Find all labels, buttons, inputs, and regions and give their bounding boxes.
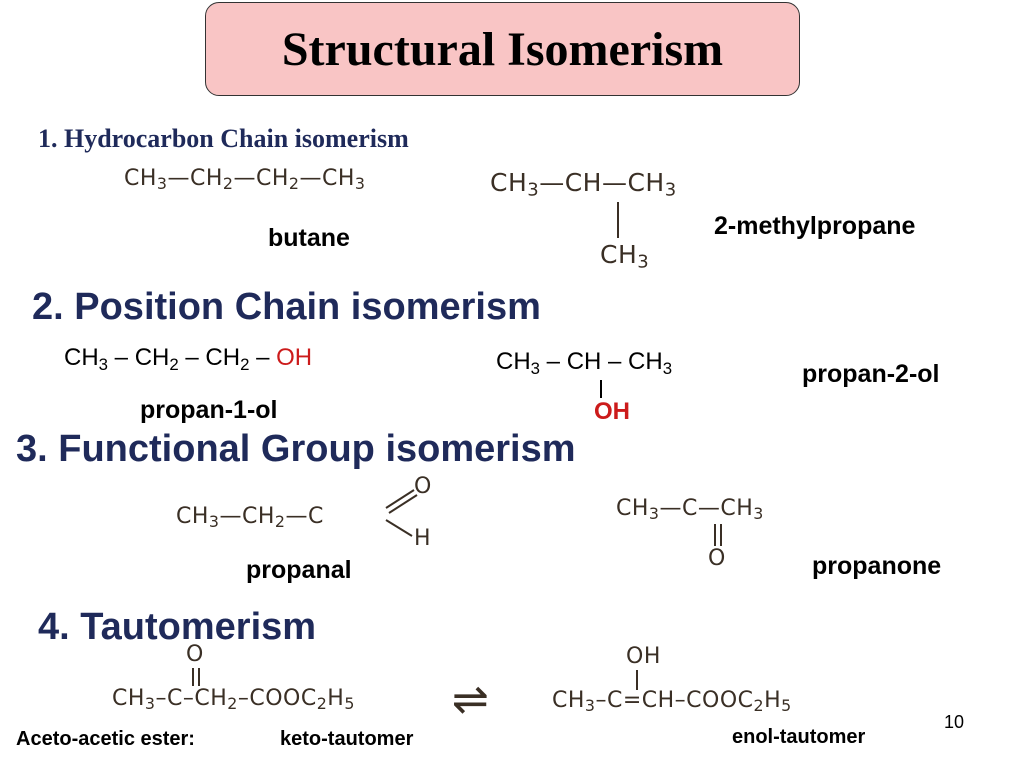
propan2ol-name: propan-2-ol xyxy=(802,360,940,388)
butane-formula: CH3—CH2—CH2—CH3 xyxy=(124,166,366,193)
propan2ol-oh: OH xyxy=(594,398,630,425)
propan2ol-formula: CH3 – CH – CH3 xyxy=(496,348,673,379)
butane-name: butane xyxy=(268,224,350,252)
keto-bond-a xyxy=(192,668,194,686)
propanal-h: H xyxy=(414,526,432,551)
propanal-name: propanal xyxy=(246,556,352,584)
propanone-formula: CH3—C—CH3 xyxy=(616,496,764,523)
keto-bond-b xyxy=(198,668,200,686)
label-keto: keto-tautomer xyxy=(280,728,414,750)
propan1ol-formula: CH3 – CH2 – CH2 – OH xyxy=(64,344,313,375)
propanone-bond-a xyxy=(714,524,716,546)
keto-o: O xyxy=(186,642,204,667)
page-number: 10 xyxy=(944,712,965,732)
propanone-bond-b xyxy=(720,524,722,546)
label-enol: enol-tautomer xyxy=(732,726,866,748)
enol-bond xyxy=(636,670,638,690)
propanal-formula: CH3—CH2—C xyxy=(176,504,324,531)
propan1ol-name: propan-1-ol xyxy=(140,396,278,424)
label-ester: Aceto-acetic ester: xyxy=(16,728,195,750)
methylpropane-bond xyxy=(617,202,619,238)
keto-formula: CH3–C–CH2–COOC2H5 xyxy=(112,686,355,713)
methylpropane-name: 2-methylpropane xyxy=(714,212,916,240)
title-box: Structural Isomerism xyxy=(205,2,800,96)
methylpropane-branch: CH3 xyxy=(600,240,650,273)
propanone-name: propanone xyxy=(812,552,942,580)
section4-heading: 4. Tautomerism xyxy=(38,606,317,648)
enol-formula: CH3–C=CH–COOC2H5 xyxy=(552,688,792,715)
equilibrium-arrow: ⇌ xyxy=(452,674,490,725)
enol-oh: OH xyxy=(626,644,661,669)
propanone-o: O xyxy=(708,546,726,571)
section3-heading: 3. Functional Group isomerism xyxy=(16,428,576,470)
section2-heading: 2. Position Chain isomerism xyxy=(32,286,541,328)
propanal-o: O xyxy=(414,474,432,499)
propan2ol-bond xyxy=(600,380,602,398)
propanal-bonds xyxy=(385,489,418,537)
methylpropane-formula: CH3—CH—CH3 xyxy=(490,168,677,201)
slide-title: Structural Isomerism xyxy=(281,22,724,76)
section1-heading: 1. Hydrocarbon Chain isomerism xyxy=(38,124,409,153)
